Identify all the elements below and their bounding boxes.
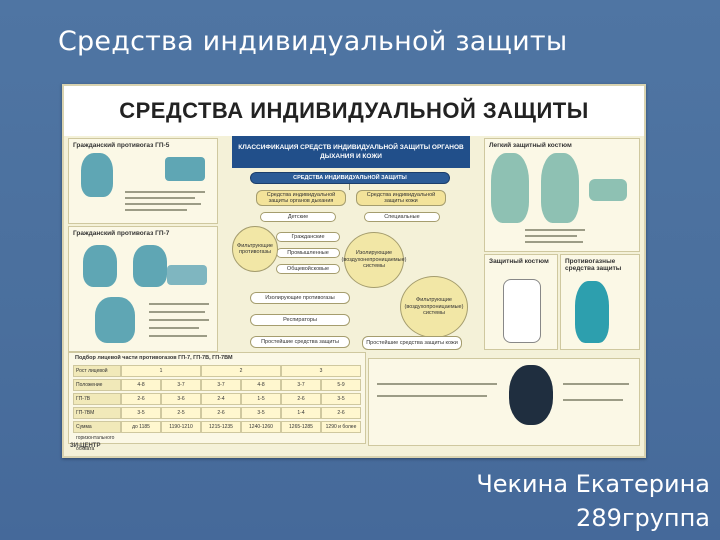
table-row: ГП-7В 2-6 3-6 2-4 1-5 2-6 3-5 [73, 393, 361, 405]
table-cell: 3-5 [321, 393, 361, 405]
panel-light-suit: Легкий защитный костюм [484, 138, 640, 252]
panel-suit-caption: Защитный костюм [489, 258, 549, 265]
table-cell: 2-4 [201, 393, 241, 405]
filter-box-icon [167, 265, 207, 285]
table-cell: 2-6 [321, 407, 361, 419]
author-group: 289группа [576, 504, 710, 532]
table-cell: 3-7 [161, 379, 201, 391]
size-table: Подбор лицевой части противогазов ГП-7, … [68, 352, 366, 452]
table-cell: 1265-1285 [281, 421, 321, 433]
table-cell: 2-6 [281, 393, 321, 405]
table-cell: 1290 и более [321, 421, 361, 433]
table-cell: 2-5 [161, 407, 201, 419]
slide-title: Средства индивидуальной защиты [58, 26, 568, 57]
filter-box-icon [165, 157, 205, 181]
table-cell: 5-9 [321, 379, 361, 391]
node-everyday: Детские [260, 212, 336, 222]
table-cell: 2-6 [201, 407, 241, 419]
node-respiratory: Средства индивидуальной защиты органов д… [256, 190, 346, 206]
node-simplest: Простейшие средства защиты [250, 336, 350, 348]
panel-mask-head [368, 358, 640, 446]
panel-light-suit-caption: Легкий защитный костюм [489, 142, 572, 149]
table-cell: до 1185 [121, 421, 161, 433]
table-header-row: Рост лицевой части 1 2 3 [73, 365, 361, 385]
table-cell: 1-5 [241, 393, 281, 405]
node-special: Специальные [364, 212, 440, 222]
table-cell: 2 [201, 365, 281, 377]
table-row: Сумма горизонтального обхвата до 1185 11… [73, 421, 361, 452]
table-row: ГП-7ВМ 3-5 2-5 2-6 3-5 1-4 2-6 [73, 407, 361, 419]
table-cell: 3-7 [201, 379, 241, 391]
poster-headline-bar: СРЕДСТВА ИНДИВИДУАЛЬНОЙ ЗАЩИТЫ [64, 86, 644, 136]
boots-icon [589, 179, 627, 201]
classification-header: КЛАССИФИКАЦИЯ СРЕДСТВ ИНДИВИДУАЛЬНОЙ ЗАЩ… [232, 136, 470, 168]
table-cell: 4-8 [241, 379, 281, 391]
panel-protective-means-caption: Противогазные средства защиты [565, 258, 622, 272]
table-cell: 4-8 [121, 379, 161, 391]
person-mask-icon [509, 365, 553, 425]
table-cell: 3-5 [121, 407, 161, 419]
panel-gp7-caption: Гражданский противогаз ГП-7 [73, 230, 170, 237]
panel-gp7: Гражданский противогаз ГП-7 [68, 226, 218, 352]
table-cell: Рост лицевой части [73, 365, 121, 385]
safety-poster: СРЕДСТВА ИНДИВИДУАЛЬНОЙ ЗАЩИТЫ Гражданск… [62, 84, 646, 458]
table-cell: 1 [121, 365, 201, 377]
protective-suit-icon [541, 153, 579, 223]
node-simplest-skin: Простейшие средства защиты кожи [362, 336, 462, 350]
panel-protective-means: Противогазные средства защиты [560, 254, 640, 350]
node-filtering-circle: Фильтрующие (воздухопроницаемые) системы [400, 276, 468, 338]
table-cell: 1190-1210 [161, 421, 201, 433]
gas-mask-icon [83, 245, 117, 287]
poster-footer-logo: ЗИ-ЦЕНТР [70, 443, 101, 449]
node-filter-circle: Фильтрующие противогазы [232, 226, 278, 272]
node-industrial: Промышленные [276, 248, 340, 258]
table-cell: 2-6 [121, 393, 161, 405]
node-respirators: Респираторы [250, 314, 350, 326]
table-cell: 1215-1235 [201, 421, 241, 433]
person-suit-icon [575, 281, 609, 343]
node-main: СРЕДСТВА ИНДИВИДУАЛЬНОЙ ЗАЩИТЫ [250, 172, 450, 184]
table-cell: 1240-1260 [241, 421, 281, 433]
panel-gp5: Гражданский противогаз ГП-5 [68, 138, 218, 224]
gas-mask-icon [81, 153, 113, 197]
size-table-title: Подбор лицевой части противогазов ГП-7, … [75, 355, 233, 361]
protective-suit-icon [491, 153, 529, 223]
node-common: Общевойсковые [276, 264, 340, 274]
table-cell: 3-7 [281, 379, 321, 391]
poster-headline: СРЕДСТВА ИНДИВИДУАЛЬНОЙ ЗАЩИТЫ [119, 98, 589, 123]
table-cell: 1-4 [281, 407, 321, 419]
node-civil: Гражданские [276, 232, 340, 242]
panel-gp5-caption: Гражданский противогаз ГП-5 [73, 142, 170, 149]
table-cell: ГП-7ВМ [73, 407, 121, 419]
gas-mask-icon [95, 297, 135, 343]
panel-suit: Защитный костюм [484, 254, 558, 350]
node-isolating: Изолирующие противогазы [250, 292, 350, 304]
table-row: Положение упоров лямок 4-8 3-7 3-7 4-8 3… [73, 379, 361, 399]
table-cell: ГП-7В [73, 393, 121, 405]
node-insulating-circle: Изолирующие (воздухонепроницаемые) систе… [342, 232, 407, 288]
gas-mask-icon [133, 245, 167, 287]
table-cell: Положение упоров лямок [73, 379, 121, 399]
author-name: Чекина Екатерина [476, 470, 710, 498]
protective-suit-icon [503, 279, 541, 343]
table-cell: 3-6 [161, 393, 201, 405]
table-cell: 3 [281, 365, 361, 377]
table-cell: Сумма горизонтального обхвата [73, 421, 121, 452]
node-skin: Средства индивидуальной защиты кожи [356, 190, 446, 206]
table-cell: 3-5 [241, 407, 281, 419]
